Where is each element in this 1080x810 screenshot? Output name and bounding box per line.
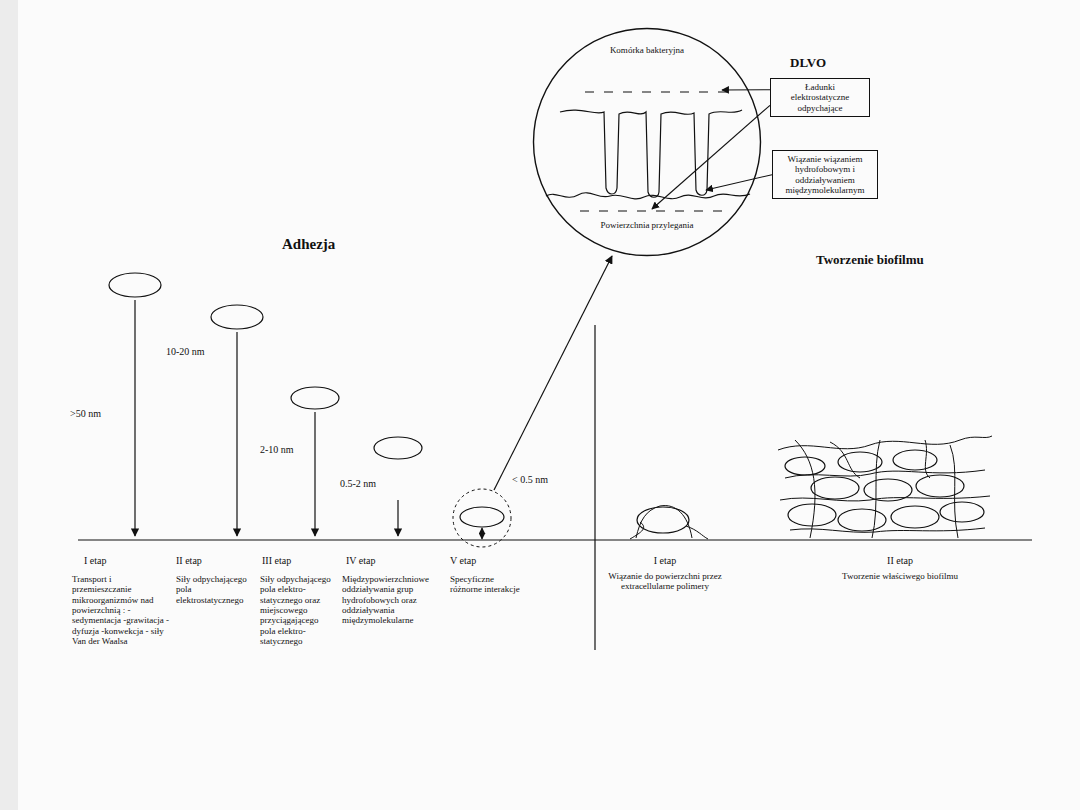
stage-label: V etap	[450, 555, 476, 567]
polymer-fiber	[636, 506, 692, 538]
callout-box: Wiązanie wiązaniem hydrofobowym i oddzia…	[772, 150, 878, 199]
bacterium	[374, 437, 422, 459]
bacterium	[109, 273, 161, 297]
stage-description: Tworzenie właściwego biofilmu	[840, 571, 960, 581]
distance-arrow	[314, 412, 315, 536]
distance-label: < 0.5 nm	[512, 474, 548, 486]
stage-label: II etap	[840, 555, 960, 567]
stage-description: Siły odpychającego pola elektrostatyczne…	[176, 574, 252, 605]
pointer-arrow	[652, 105, 770, 209]
distance-arrow	[482, 528, 483, 539]
distance-label: 2-10 nm	[260, 444, 294, 456]
stage-description: Międzypowierzchniowe oddziaływania grup …	[342, 574, 442, 626]
stage-description: Wiązanie do powierzchni przez extracellu…	[605, 571, 725, 592]
distance-label: >50 nm	[70, 408, 101, 420]
distance-arrow	[236, 332, 237, 536]
surface-line	[78, 539, 1032, 540]
callout-text: Wiązanie wiązaniem hydrofobowym i oddzia…	[777, 154, 873, 195]
inset-label: Komórka bakteryjna	[532, 45, 762, 55]
section-heading: Tworzenie biofilmu	[816, 253, 924, 268]
callout-box: Ładunki elektrostatyczne odpychające	[770, 78, 870, 117]
distance-arrow	[134, 300, 135, 536]
inset-label: Powierzchnia przylegania	[532, 220, 762, 230]
callout-text: Ładunki elektrostatyczne odpychające	[775, 82, 865, 113]
pointer-arrow	[722, 89, 770, 90]
charge-marks	[585, 91, 735, 92]
stage-description: Transport i przemieszczanie mikroorganiz…	[72, 574, 170, 646]
stage-label: IV etap	[346, 555, 376, 567]
divider-line	[594, 325, 595, 650]
bacterium	[291, 387, 339, 409]
stage-label: I etap	[610, 555, 720, 567]
bacterium	[211, 305, 263, 329]
zoom-arrow	[494, 256, 612, 490]
section-heading: Adhezja	[282, 236, 335, 253]
inset-circle: Komórka bakteryjnaPowierzchnia przylegan…	[532, 27, 762, 257]
pointer-arrow	[706, 175, 772, 190]
paper-ground	[18, 0, 1080, 810]
stage-label: II etap	[176, 555, 202, 567]
charge-marks	[580, 210, 725, 211]
bacterium	[460, 507, 504, 527]
polymer-fiber	[778, 436, 992, 538]
polymer-fiber	[630, 522, 708, 539]
zoom-marker	[453, 489, 511, 547]
stage-description: Specyficzne różnorne interakcje	[450, 574, 520, 595]
stage-description: Siły odpychającego pola elektro- statycz…	[260, 574, 336, 646]
distance-label: 0.5-2 nm	[340, 478, 376, 490]
distance-arrow	[397, 500, 398, 536]
bacterium	[637, 507, 689, 533]
method-name: DLVO	[790, 56, 826, 71]
adhesion-surface	[546, 193, 750, 199]
stage-label: I etap	[84, 555, 107, 567]
distance-label: 10-20 nm	[166, 346, 205, 358]
stage-label: III etap	[262, 555, 291, 567]
